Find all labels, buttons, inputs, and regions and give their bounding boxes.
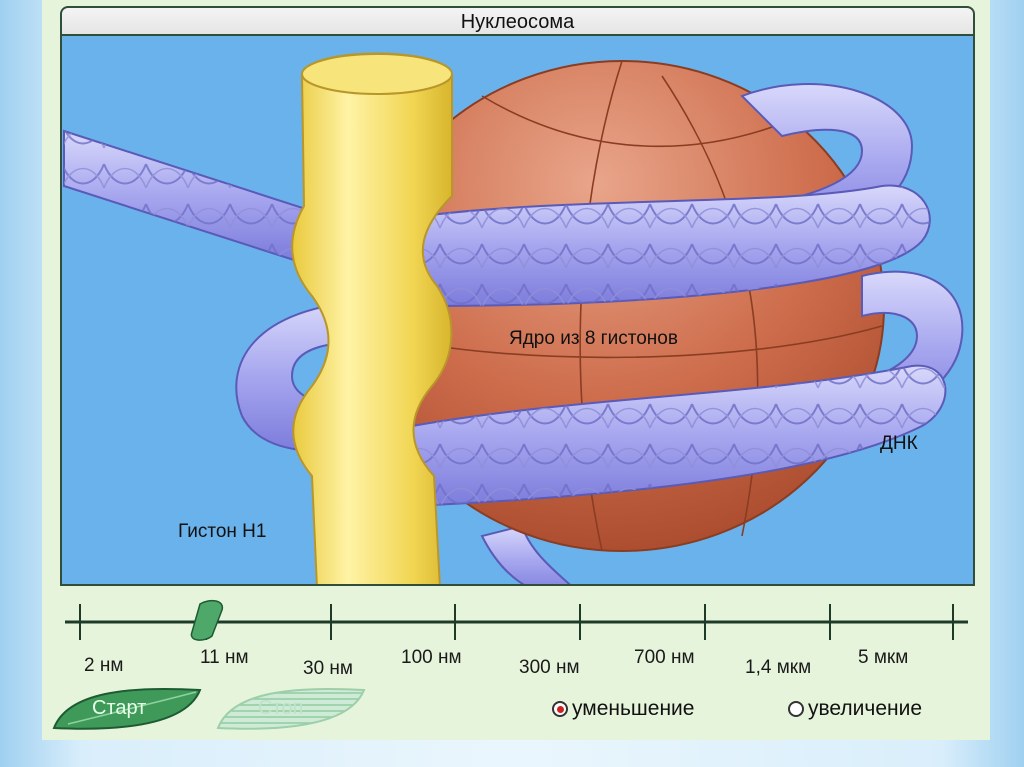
stop-button[interactable]: Стоп: [210, 684, 370, 734]
core-label: Ядро из 8 гистонов: [509, 328, 678, 349]
radio-decrease[interactable]: уменьшение: [552, 697, 694, 721]
scale-tick-label: 5 мкм: [858, 647, 909, 668]
radio-decrease-label: уменьшение: [572, 697, 695, 720]
dna-helix-pattern: [422, 185, 930, 306]
dna-helix-pattern: [64, 131, 312, 261]
window-title: Нуклеосома: [460, 11, 575, 33]
title-bar: Нуклеосома: [60, 6, 975, 36]
leaf-shape: [52, 687, 202, 730]
dna-lower-tail: [480, 524, 571, 584]
start-button[interactable]: Старт: [48, 684, 206, 734]
scale-tick-label: 700 нм: [634, 647, 695, 668]
start-button-label: Старт: [92, 697, 147, 719]
stop-button-label: Стоп: [258, 697, 304, 719]
scale-tick-label: 30 нм: [303, 658, 353, 679]
scale-tick-label: 300 нм: [519, 657, 580, 678]
dna-helix-pattern: [412, 365, 946, 506]
radio-increase[interactable]: увеличение: [788, 697, 922, 721]
histone-h1-top: [301, 53, 453, 95]
scale-tick-label: 100 нм: [401, 647, 462, 668]
scale-bar: [65, 599, 968, 641]
nucleosome-illustration: [63, 52, 964, 584]
scale-slider-handle[interactable]: [190, 599, 224, 641]
diagram-frame: Ядро из 8 гистонов ДНК Гистон H1: [60, 34, 975, 586]
leaf-shape: [216, 687, 366, 730]
scale-tick-label: 1,4 мкм: [745, 657, 812, 678]
radio-button-icon[interactable]: [788, 701, 804, 717]
scale-tick-label: 11 нм: [200, 647, 249, 668]
radio-button-selected-icon[interactable]: [552, 701, 568, 717]
scale-tick-label: 2 нм: [84, 655, 124, 676]
radio-increase-label: увеличение: [808, 697, 923, 720]
dna-label: ДНК: [880, 433, 918, 454]
histone-h1-label: Гистон H1: [178, 521, 267, 542]
